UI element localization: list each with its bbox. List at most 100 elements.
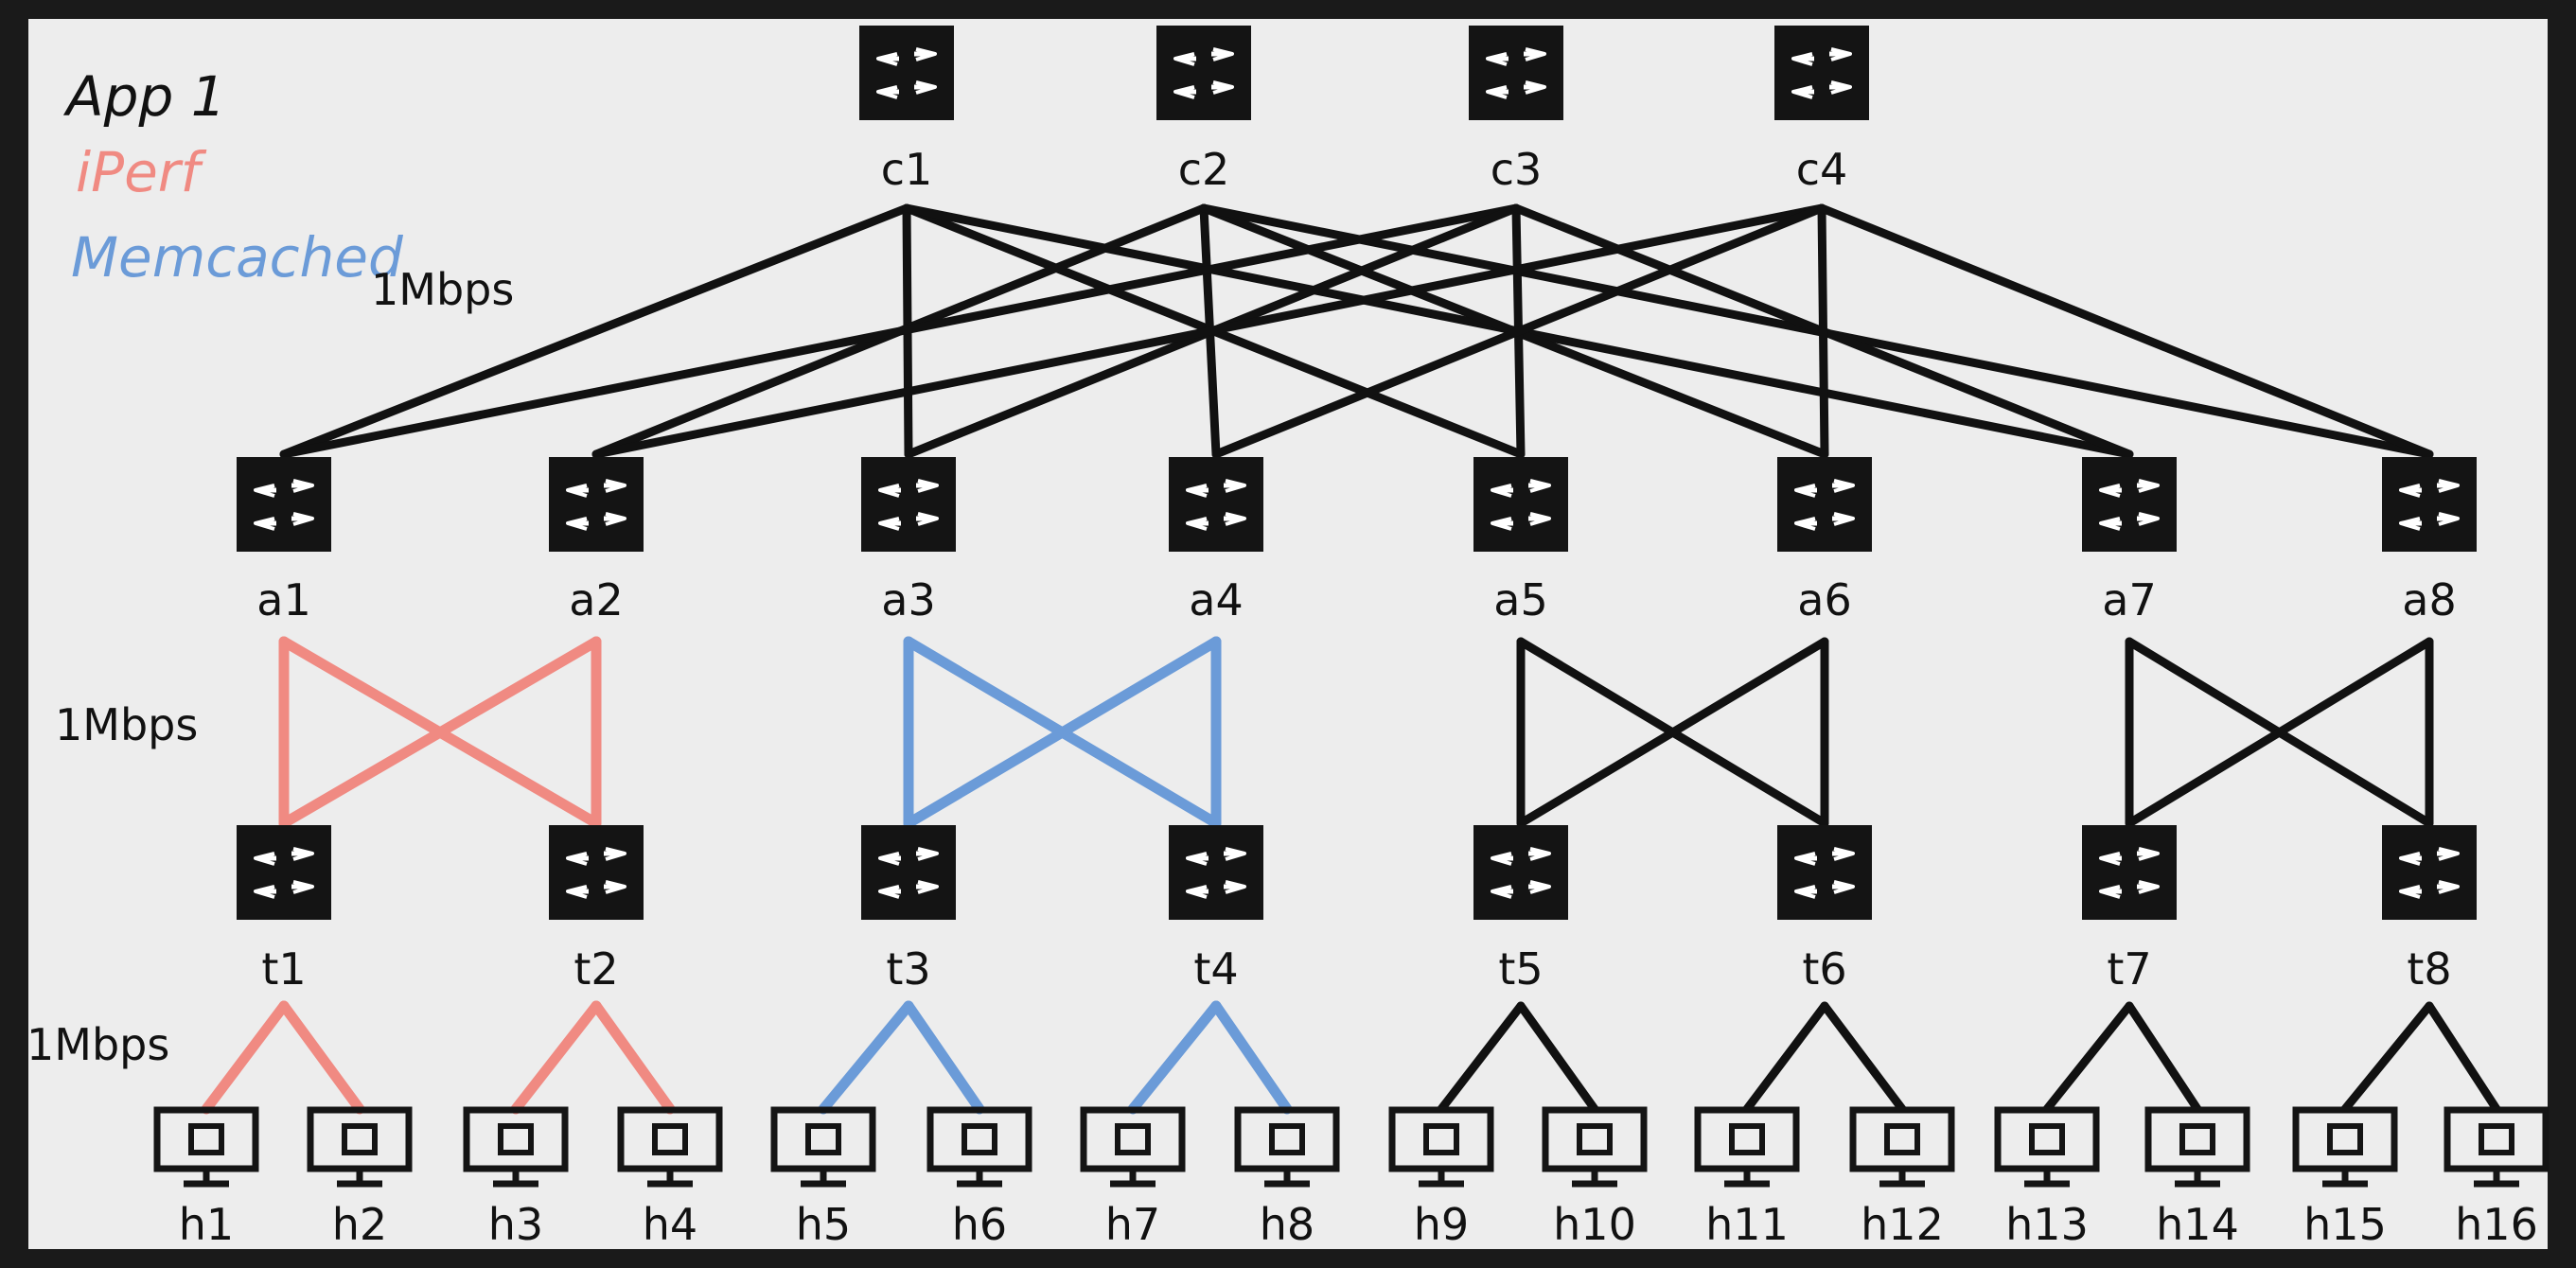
node-label-h15: h15 (2303, 1199, 2387, 1250)
node-label-h12: h12 (1861, 1199, 1944, 1250)
link-c3-a1 (279, 203, 1521, 459)
node-label-h16: h16 (2455, 1199, 2538, 1250)
computer-monitor-icon-h12[interactable] (1849, 1106, 1955, 1188)
highlight-iperf-t2-h4 (591, 1000, 676, 1115)
highlight-memcached-t3-h5 (818, 1000, 914, 1115)
link-t5-h10 (1516, 1001, 1599, 1114)
computer-monitor-icon-h6[interactable] (926, 1106, 1032, 1188)
computer-monitor-icon-h8[interactable] (1234, 1106, 1340, 1188)
switch-icon-a4[interactable] (1169, 457, 1263, 552)
switch-icon-t4[interactable] (1169, 825, 1263, 920)
switch-icon-a1[interactable] (237, 457, 331, 552)
switch-icon-t5[interactable] (1473, 825, 1568, 920)
switch-icon-t6[interactable] (1777, 825, 1872, 920)
node-label-c3: c3 (1491, 144, 1543, 195)
computer-monitor-icon-h4[interactable] (617, 1106, 723, 1188)
highlight-layer (201, 636, 1293, 1115)
switch-icon-c1[interactable] (859, 26, 954, 120)
bandwidth-label-core-agg: 1Mbps (371, 264, 514, 315)
node-label-h9: h9 (1414, 1199, 1469, 1250)
switch-icon-c3[interactable] (1469, 26, 1563, 120)
node-label-t3: t3 (886, 943, 930, 995)
bandwidth-label-tor-host: 1Mbps (26, 1019, 169, 1070)
link-a8-t7 (2125, 637, 2434, 828)
computer-monitor-icon-h14[interactable] (2144, 1106, 2250, 1188)
legend-item-iperf: iPerf (76, 140, 207, 204)
node-label-h13: h13 (2005, 1199, 2089, 1250)
highlight-iperf-t2-h3 (510, 1000, 602, 1115)
switch-icon-a5[interactable] (1473, 457, 1568, 552)
link-c4-a2 (591, 203, 1826, 459)
highlight-iperf-a2-t1 (278, 636, 602, 829)
computer-monitor-icon-h5[interactable] (770, 1106, 876, 1188)
node-label-h8: h8 (1260, 1199, 1314, 1250)
node-label-t7: t7 (2107, 943, 2151, 995)
switch-icon-t3[interactable] (861, 825, 956, 920)
switch-icon-t1[interactable] (237, 825, 331, 920)
node-label-c2: c2 (1178, 144, 1230, 195)
computer-monitor-icon-h13[interactable] (1994, 1106, 2100, 1188)
link-t8-h16 (2425, 1001, 2501, 1114)
link-a6-t5 (1516, 637, 1829, 828)
computer-monitor-icon-h15[interactable] (2292, 1106, 2398, 1188)
node-label-h14: h14 (2156, 1199, 2239, 1250)
computer-monitor-icon-h9[interactable] (1388, 1106, 1494, 1188)
highlight-memcached-t4-h8 (1210, 1000, 1293, 1115)
node-label-a3: a3 (881, 574, 935, 625)
nodes-layer (153, 26, 2550, 1188)
node-label-t1: t1 (261, 943, 306, 995)
highlight-memcached-t3-h6 (903, 1000, 985, 1115)
switch-icon-a6[interactable] (1777, 457, 1872, 552)
link-t6-h11 (1742, 1001, 1829, 1114)
computer-monitor-icon-h7[interactable] (1080, 1106, 1186, 1188)
computer-monitor-icon-h10[interactable] (1542, 1106, 1648, 1188)
node-label-h1: h1 (179, 1199, 234, 1250)
highlight-memcached-a4-t3 (903, 636, 1222, 829)
legend-title: App 1 (62, 64, 226, 129)
node-label-a1: a1 (256, 574, 310, 625)
computer-monitor-icon-h1[interactable] (153, 1106, 259, 1188)
link-c4-a6 (1817, 203, 1829, 459)
node-label-a7: a7 (2102, 574, 2156, 625)
bandwidth-label-agg-tor: 1Mbps (55, 699, 198, 750)
node-label-a8: a8 (2402, 574, 2456, 625)
highlight-iperf-t1-h1 (201, 1000, 290, 1115)
link-t5-h9 (1437, 1001, 1526, 1114)
node-label-a5: a5 (1493, 574, 1547, 625)
node-label-h5: h5 (796, 1199, 851, 1250)
node-label-h2: h2 (332, 1199, 387, 1250)
highlight-iperf-t1-h2 (278, 1000, 365, 1115)
computer-monitor-icon-h16[interactable] (2444, 1106, 2550, 1188)
link-t7-h14 (2125, 1001, 2202, 1114)
highlight-memcached-t4-h7 (1127, 1000, 1222, 1115)
link-c1-a1 (279, 203, 911, 459)
computer-monitor-icon-h11[interactable] (1694, 1106, 1800, 1188)
node-label-t6: t6 (1802, 943, 1846, 995)
computer-monitor-icon-h3[interactable] (463, 1106, 569, 1188)
link-t6-h12 (1820, 1001, 1907, 1114)
computer-monitor-icon-h2[interactable] (307, 1106, 413, 1188)
node-label-c1: c1 (881, 144, 933, 195)
switch-icon-a2[interactable] (549, 457, 644, 552)
link-t8-h15 (2340, 1001, 2434, 1114)
switch-icon-c2[interactable] (1156, 26, 1251, 120)
node-label-c4: c4 (1796, 144, 1848, 195)
switch-icon-a7[interactable] (2082, 457, 2177, 552)
link-t7-h13 (2042, 1001, 2134, 1114)
switch-icon-c4[interactable] (1774, 26, 1869, 120)
link-c4-a4 (1211, 203, 1826, 459)
node-label-t2: t2 (573, 943, 618, 995)
switch-icon-t2[interactable] (549, 825, 644, 920)
node-label-h10: h10 (1553, 1199, 1636, 1250)
switch-icon-t7[interactable] (2082, 825, 2177, 920)
switch-icon-a3[interactable] (861, 457, 956, 552)
switch-icon-t8[interactable] (2382, 825, 2477, 920)
switch-icon-a8[interactable] (2382, 457, 2477, 552)
legend-item-memcached: Memcached (71, 225, 404, 290)
node-label-h7: h7 (1105, 1199, 1160, 1250)
node-label-a2: a2 (569, 574, 623, 625)
node-label-h3: h3 (488, 1199, 543, 1250)
